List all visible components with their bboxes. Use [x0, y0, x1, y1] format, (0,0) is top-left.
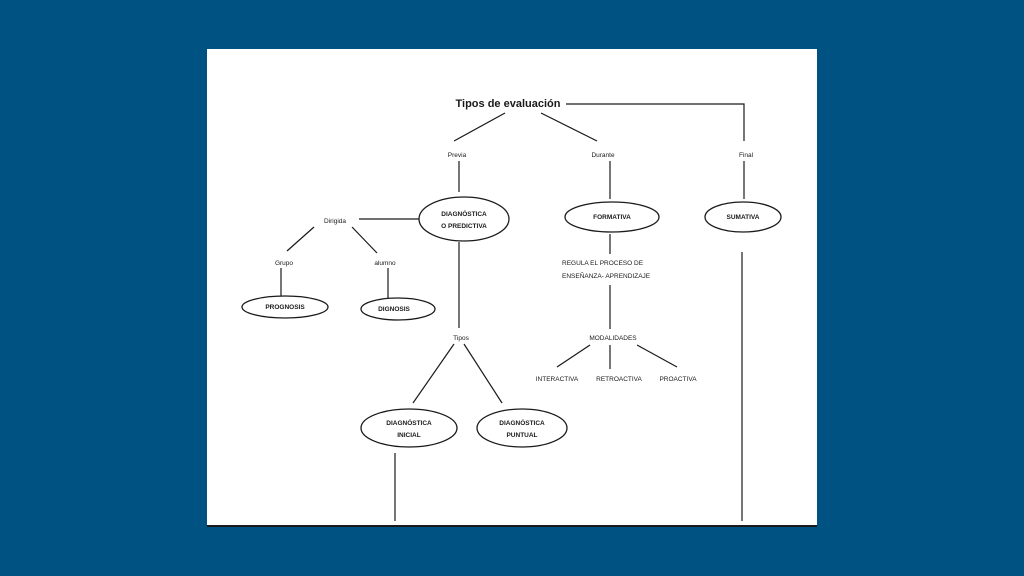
node-sumativa: SUMATIVA — [704, 201, 782, 233]
oval-label: DIAGNÓSTICA — [441, 209, 487, 218]
connector-tipos-puntual — [463, 343, 503, 404]
oval-label: PROGNOSIS — [265, 304, 305, 311]
label-dirigida: Dirigida — [324, 218, 346, 225]
label-modalidades: MODALIDADES — [589, 335, 637, 342]
oval-shape — [564, 201, 660, 233]
connector-tipos-inicial — [412, 343, 455, 404]
concept-map: Tipos de evaluación Previa Durante Final… — [241, 98, 782, 521]
label-retroactiva: RETROACTIVA — [596, 376, 642, 383]
node-diagnostica-puntual: DIAGNÓSTICA PUNTUAL — [476, 408, 568, 448]
oval-shape — [418, 196, 510, 242]
oval-label: PUNTUAL — [506, 432, 537, 439]
label-previa: Previa — [448, 152, 467, 159]
node-formativa: FORMATIVA — [564, 201, 660, 233]
label-grupo: Grupo — [275, 260, 293, 267]
oval-label: DIAGNÓSTICA — [386, 418, 432, 427]
oval-shape — [360, 297, 436, 321]
connector-modalidades-proactiva — [636, 344, 678, 368]
oval-label: DIGNOSIS — [378, 306, 410, 313]
connector-modalidades-interactiva — [556, 344, 591, 368]
oval-shape — [241, 295, 329, 319]
connector-title-final — [566, 103, 745, 141]
connector-title-durante — [540, 112, 598, 142]
label-proactiva: PROACTIVA — [659, 376, 697, 383]
oval-shape — [476, 408, 568, 448]
label-interactiva: INTERACTIVA — [536, 376, 579, 383]
node-diagnostica-predictiva: DIAGNÓSTICA O PREDICTIVA — [418, 196, 510, 242]
node-dignosis: DIGNOSIS — [360, 297, 436, 321]
connector-dirigida-grupo — [286, 226, 315, 252]
label-regula-line2: ENSEÑANZA- APRENDIZAJE — [562, 271, 651, 280]
label-final: Final — [739, 152, 754, 159]
oval-label: INICIAL — [397, 432, 421, 439]
oval-shape — [704, 201, 782, 233]
connector-dirigida-alumno — [351, 226, 378, 254]
connector-title-previa — [453, 112, 506, 142]
label-tipos: Tipos — [453, 335, 469, 342]
oval-label: DIAGNÓSTICA — [499, 418, 545, 427]
label-durante: Durante — [591, 152, 615, 159]
node-prognosis: PROGNOSIS — [241, 295, 329, 319]
diagram-title: Tipos de evaluación — [456, 98, 561, 110]
oval-label: FORMATIVA — [593, 214, 631, 221]
node-diagnostica-inicial: DIAGNÓSTICA INICIAL — [360, 408, 458, 448]
slide-page: Tipos de evaluación Previa Durante Final… — [207, 49, 817, 527]
oval-label: O PREDICTIVA — [441, 223, 487, 230]
oval-shape — [360, 408, 458, 448]
label-regula-line1: REGULA EL PROCESO DE — [562, 260, 644, 267]
connectors — [280, 103, 745, 521]
oval-label: SUMATIVA — [727, 214, 760, 221]
label-alumno: alumno — [374, 260, 396, 267]
